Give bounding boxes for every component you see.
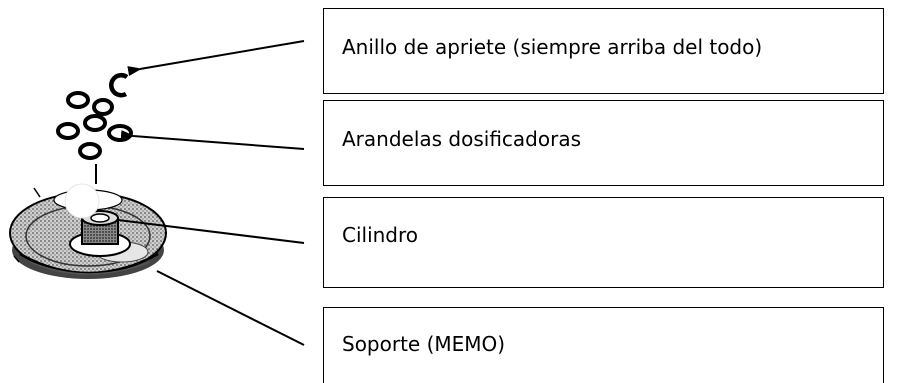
label-cylinder: Cilindro (323, 197, 884, 288)
label-dosing-washers: Arandelas dosificadoras (323, 100, 884, 186)
arrow-to-washers (120, 130, 305, 150)
label-clamp-ring-text: Anillo de apriete (siempre arriba del to… (342, 35, 763, 59)
clamp-ring-icon (109, 73, 129, 98)
label-cylinder-text: Cilindro (342, 223, 419, 247)
base-support-icon (9, 187, 167, 279)
label-clamp-ring: Anillo de apriete (siempre arriba del to… (323, 8, 884, 94)
line-to-base (156, 270, 305, 346)
cylinder-icon (64, 164, 131, 257)
arrow-to-clamp-ring (127, 40, 305, 76)
label-base-support-text: Soporte (MEMO) (342, 332, 506, 356)
label-base-support: Soporte (MEMO) (323, 307, 884, 383)
line-to-cylinder (117, 219, 305, 244)
dosing-washers-icon (56, 91, 133, 160)
label-dosing-washers-text: Arandelas dosificadoras (342, 127, 582, 151)
